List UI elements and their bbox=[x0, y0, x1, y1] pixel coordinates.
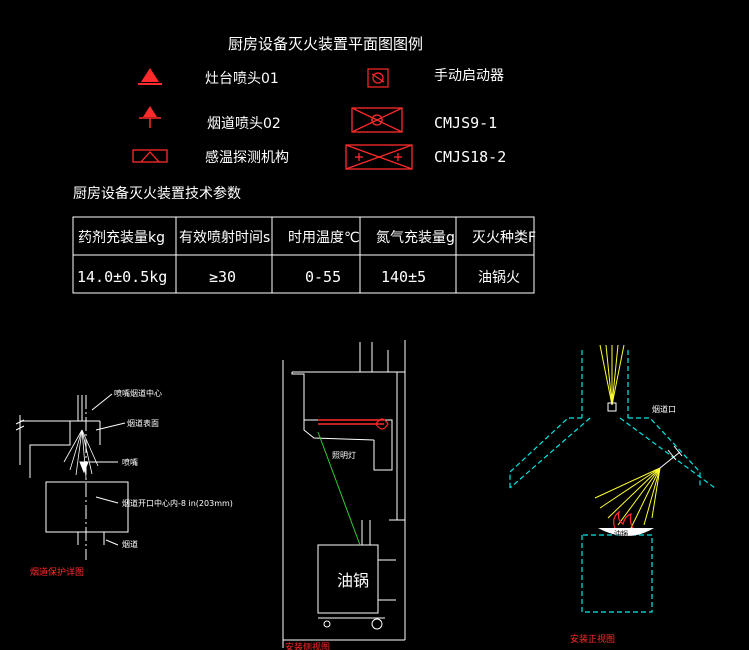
wok-icon-front bbox=[598, 528, 654, 536]
front-view-caption: 安装正视图 bbox=[570, 633, 615, 645]
params-value-1: ≥30 bbox=[209, 268, 236, 286]
duct-mouth-label: 烟道口 bbox=[652, 404, 676, 414]
side-view-drawing bbox=[282, 340, 406, 648]
side-view-pipe bbox=[317, 419, 384, 546]
opening-label: 烟道开口中心内-8 in(203mm) bbox=[122, 498, 233, 508]
params-value-0: 14.0±0.5kg bbox=[77, 268, 167, 286]
front-view-spray bbox=[594, 344, 661, 531]
cmjs9-icon bbox=[351, 107, 403, 133]
params-header-4: 灭火种类F bbox=[472, 230, 536, 246]
nozzle01-icon bbox=[138, 68, 162, 85]
duct-detail-drawing bbox=[15, 393, 129, 560]
nozzle02-icon bbox=[139, 106, 161, 128]
params-value-4: 油锅火 bbox=[478, 270, 520, 286]
legend-title: 厨房设备灭火装置平面图图例 bbox=[228, 35, 423, 53]
nozzle-label: 喷嘴 bbox=[122, 457, 138, 467]
params-title: 厨房设备灭火装置技术参数 bbox=[73, 185, 241, 202]
legend-cmjs18: CMJS18-2 bbox=[434, 148, 506, 166]
manual-starter-icon bbox=[367, 68, 389, 88]
lamp-label: 照明灯 bbox=[332, 450, 356, 460]
duct-label: 烟道 bbox=[122, 539, 138, 549]
side-view-nozzle-icon bbox=[375, 418, 389, 430]
sensor-icon bbox=[132, 149, 168, 163]
params-table bbox=[72, 216, 535, 294]
cmjs18-icon bbox=[345, 144, 413, 170]
legend-manual-starter: 手动启动器 bbox=[434, 68, 504, 84]
params-value-2: 0-55 bbox=[305, 268, 341, 286]
wok-flame-icon bbox=[613, 510, 634, 529]
wok-label-side: 油锅 bbox=[337, 571, 369, 590]
duct-center-label: 喷嘴烟道中心 bbox=[114, 388, 162, 398]
params-header-0: 药剂充装量kg bbox=[78, 230, 165, 246]
front-view-hood bbox=[509, 350, 716, 613]
legend-nozzle01: 灶台喷头01 bbox=[205, 71, 279, 87]
params-header-2: 时用温度℃ bbox=[288, 230, 360, 246]
wok-label-front: 油锅 bbox=[614, 529, 628, 538]
legend-sensor: 感温探测机构 bbox=[205, 149, 289, 166]
front-view-nozzle-icon bbox=[607, 402, 683, 469]
duct-detail-caption: 烟道保护详图 bbox=[30, 566, 84, 578]
legend-nozzle02: 烟道喷头02 bbox=[207, 116, 281, 132]
params-header-3: 氮气充装量g bbox=[376, 230, 455, 246]
params-header-1: 有效喷射时间s bbox=[179, 230, 270, 246]
side-view-caption: 安装侧视图 bbox=[285, 641, 330, 650]
legend-cmjs9: CMJS9-1 bbox=[434, 114, 497, 132]
duct-surface-label: 烟道表面 bbox=[127, 418, 159, 428]
params-value-3: 140±5 bbox=[381, 268, 426, 286]
